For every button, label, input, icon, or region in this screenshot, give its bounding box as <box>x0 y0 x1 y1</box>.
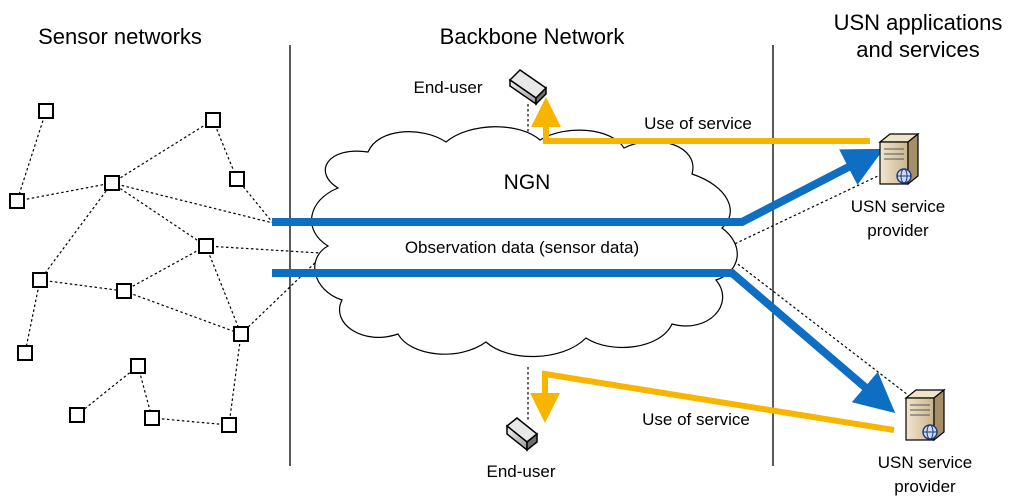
sensor-node-icon <box>116 283 132 299</box>
provider-label-bottom-line1: USN service <box>878 453 972 472</box>
use-of-service-label-top: Use of service <box>644 114 752 133</box>
sensor-node-icon <box>17 345 33 361</box>
end-user-device-icon <box>508 69 548 106</box>
use-of-service-label-bottom: Use of service <box>642 410 750 429</box>
ngn-cloud <box>311 126 738 358</box>
backbone-network-heading: Backbone Network <box>440 24 626 49</box>
sensor-node-icon <box>198 238 214 254</box>
provider-label-bottom-line2: provider <box>894 477 956 496</box>
sensor-nodes <box>9 103 249 433</box>
end-user-label-bottom: End-user <box>487 462 556 481</box>
observation-data-flow-bottom <box>272 269 896 414</box>
sensor-node-icon <box>205 112 221 128</box>
sensor-node-icon <box>130 358 146 374</box>
sensor-node-icon <box>38 103 54 119</box>
provider-label-top-line1: USN service <box>851 197 945 216</box>
observation-data-label: Observation data (sensor data) <box>405 238 639 257</box>
end-user-device-icon <box>505 417 539 452</box>
sensor-node-icon <box>233 326 249 342</box>
sensor-node-icon <box>144 410 160 426</box>
sensor-node-icon <box>32 272 48 288</box>
end-user-label-top: End-user <box>414 78 483 97</box>
usn-applications-heading-line2: and services <box>856 37 980 62</box>
server-icon <box>878 132 920 186</box>
use-of-service-flow-bottom <box>530 370 895 433</box>
use-of-service-flow-top <box>531 97 870 144</box>
provider-label-top-line2: provider <box>867 221 929 240</box>
ngn-label: NGN <box>504 171 551 194</box>
sensor-node-icon <box>221 417 237 433</box>
usn-applications-heading-line1: USN applications <box>834 10 1003 35</box>
sensor-networks-heading: Sensor networks <box>38 24 202 49</box>
sensor-node-icon <box>104 175 120 191</box>
sensor-network-links <box>16 110 321 426</box>
server-icon <box>904 388 946 442</box>
top-provider-connector <box>725 174 881 249</box>
sensor-node-icon <box>229 171 245 187</box>
sensor-node-icon <box>69 407 85 423</box>
observation-data-flow-top <box>272 148 884 226</box>
sensor-node-icon <box>9 193 25 209</box>
bottom-provider-connector <box>729 257 909 396</box>
